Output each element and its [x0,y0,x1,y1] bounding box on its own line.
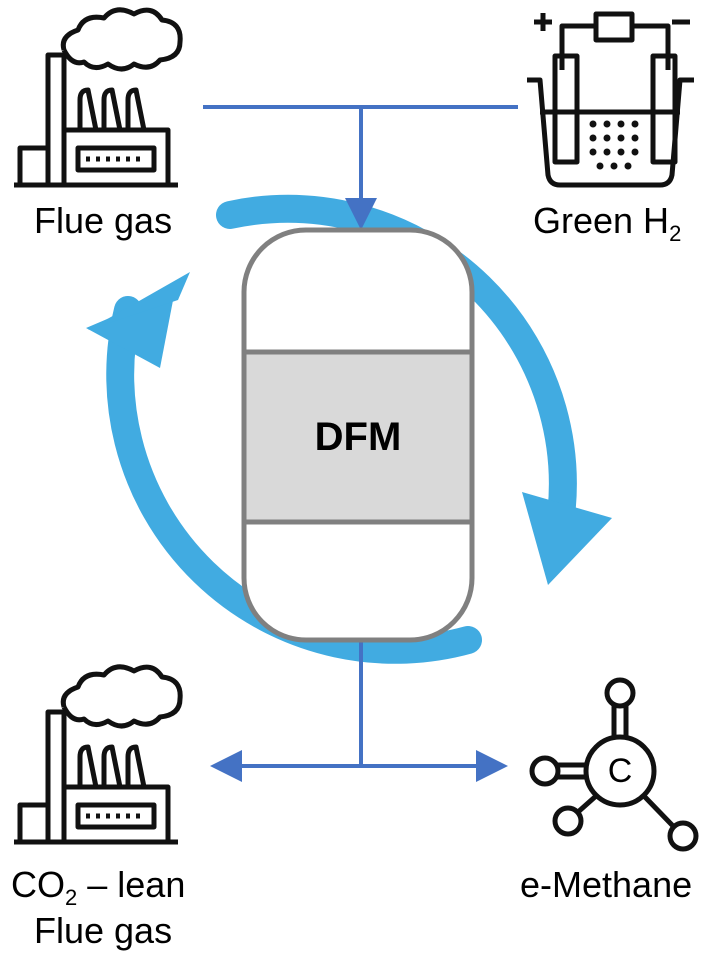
label-co2-lean-text: – lean [77,864,186,905]
label-co2-lean: CO2 – lean [11,864,186,909]
factory-icon [14,7,183,188]
label-flue-gas: Flue gas [34,200,173,241]
electrolyzer-icon [527,11,694,188]
label-green-h2-subscript: 2 [669,221,682,246]
top-feed-lines [203,105,518,230]
factory-icon-lean [14,664,183,845]
label-lean-flue-gas: Flue gas [34,910,173,951]
methane-carbon-atom: C [607,752,633,790]
label-green-h2-text: Green H [533,200,670,241]
label-co2-text: CO [11,864,65,905]
label-co2-subscript: 2 [65,885,78,910]
bottom-product-lines [210,640,508,782]
cycle-arrow-left [86,272,482,664]
cycle-arrow-right [216,194,612,585]
reactor-label-dfm: DFM [314,415,402,459]
methane-molecule-icon [529,677,699,852]
label-green-h2: Green H2 [533,200,681,245]
reactor-vessel [241,227,475,643]
label-e-methane: e-Methane [520,864,693,905]
